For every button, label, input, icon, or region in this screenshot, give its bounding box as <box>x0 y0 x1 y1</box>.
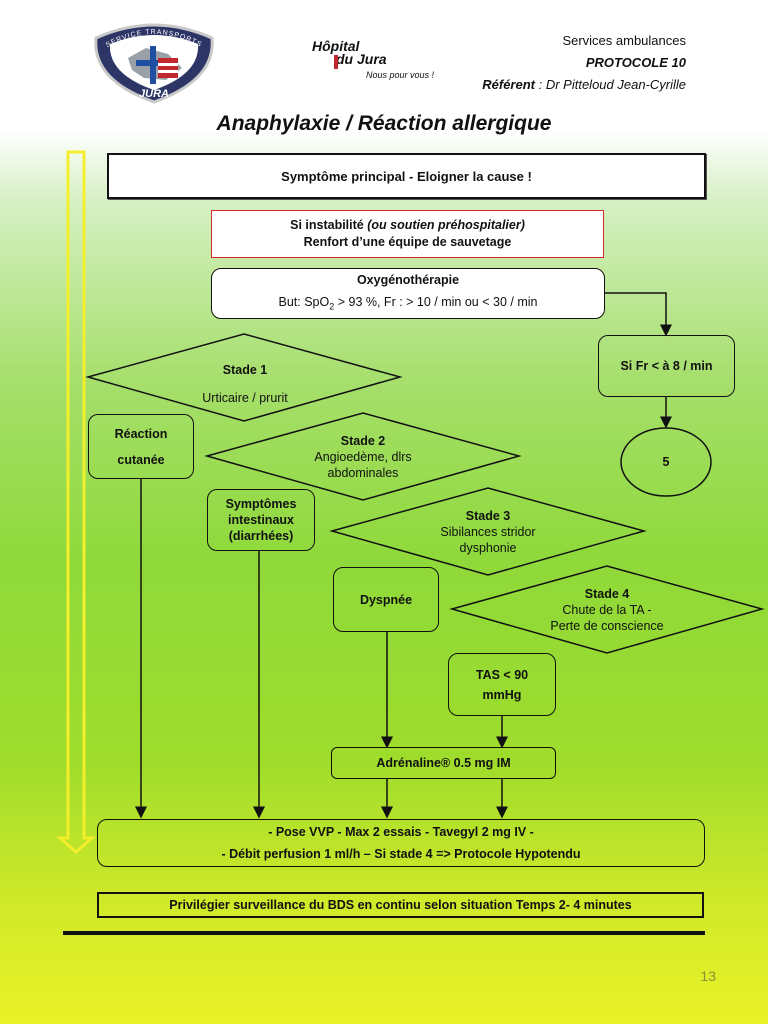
oxygen-goal-b: > 93 %, Fr : > 10 / min ou < 30 / min <box>334 295 538 310</box>
stage2-desc2: abdominales <box>327 466 399 480</box>
monitoring-text: Privilégier surveillance du BDS en conti… <box>169 898 632 912</box>
stage4-title: Stade 4 <box>584 587 630 601</box>
monitoring-box: Privilégier surveillance du BDS en conti… <box>97 892 704 918</box>
stage4-text: Stade 4 Chute de la TA - Perte de consci… <box>512 586 702 634</box>
fr-check-text: Si Fr < à 8 / min <box>620 359 713 373</box>
stage3-diamond <box>329 487 647 576</box>
skin-reaction-1: Réaction <box>114 426 168 441</box>
stage4-desc1: Chute de la TA - <box>562 603 652 617</box>
oxygen-title: Oxygénothérapie <box>356 273 460 288</box>
service-name: Services ambulances <box>562 33 686 48</box>
instability-text-a: Si instabilité <box>290 218 368 232</box>
stage3-text: Stade 3 Sibilances stridor dysphonie <box>398 508 578 556</box>
stage3-desc1: Sibilances stridor <box>440 525 536 539</box>
page-number: 13 <box>700 968 716 984</box>
dyspnea-text: Dyspnée <box>359 592 413 607</box>
main-symptom-text: Symptôme principal - Eloigner la cause ! <box>281 168 532 184</box>
adrenaline-text: Adrénaline® 0.5 mg IM <box>376 756 511 770</box>
tas-1: TAS < 90 <box>475 667 529 682</box>
intestinal-2: intestinaux <box>228 513 294 527</box>
stage2-text: Stade 2 Angioedème, dlrs abdominales <box>273 433 453 481</box>
logo-hospital-line2: du Jura <box>336 51 387 67</box>
skin-reaction-box: Réaction cutanée <box>88 414 194 479</box>
vvp-line1: - Pose VVP - Max 2 essais - Tavegyl 2 mg… <box>268 825 534 839</box>
stage4-desc2: Perte de conscience <box>550 619 664 633</box>
main-symptom-box: Symptôme principal - Eloigner la cause ! <box>107 153 706 199</box>
ref-5-text: 5 <box>662 455 670 469</box>
service-transports-logo: JURA SERVICE TRANSPORTS <box>88 18 220 104</box>
logo-red-bar <box>334 55 338 69</box>
vvp-box: - Pose VVP - Max 2 essais - Tavegyl 2 mg… <box>97 819 705 867</box>
intestinal-box: Symptômes intestinaux (diarrhées) <box>207 489 315 551</box>
stage1-diamond <box>85 333 403 422</box>
instability-text-b: (ou soutien préhospitalier) <box>367 218 525 232</box>
page-title: Anaphylaxie / Réaction allergique <box>216 112 552 135</box>
adrenaline-box: Adrénaline® 0.5 mg IM <box>331 747 556 779</box>
stage2-desc1: Angioedème, dlrs <box>314 450 412 464</box>
instability-box: Si instabilité (ou soutien préhospitalie… <box>211 210 604 258</box>
logo-hospital-line1: Hôpital <box>312 38 360 54</box>
stage2-title: Stade 2 <box>340 434 386 448</box>
dyspnea-box: Dyspnée <box>333 567 439 632</box>
instability-text-2: Renfort d’une équipe de sauvetage <box>303 235 512 249</box>
intestinal-1: Symptômes <box>225 497 297 511</box>
stage1-title: Stade 1 <box>222 363 268 377</box>
logo-jura-text: JURA <box>139 88 169 100</box>
stage3-desc2: dysphonie <box>459 541 517 555</box>
logo-hospital-tagline: Nous pour vous ! <box>366 70 435 80</box>
hopital-du-jura-logo: Hôpital du Jura Nous pour vous ! <box>306 38 436 88</box>
oxygen-goal-a: But: SpO <box>278 295 330 310</box>
skin-reaction-2: cutanée <box>117 452 165 467</box>
intestinal-3: (diarrhées) <box>228 529 294 543</box>
tas-box: TAS < 90 mmHg <box>448 653 556 716</box>
stage2-diamond <box>204 412 522 501</box>
protocol-number: PROTOCOLE 10 <box>585 55 686 70</box>
oxygen-goal-sub: 2 <box>329 301 335 312</box>
referent-name: : Dr Pitteloud Jean-Cyrille <box>535 77 686 92</box>
oxygen-box: Oxygénothérapie But: SpO2 > 93 %, Fr : >… <box>211 268 605 319</box>
stage1-text: Stade 1 Urticaire / prurit <box>150 356 340 412</box>
stage1-desc: Urticaire / prurit <box>202 391 288 405</box>
ref-5-label: 5 <box>621 428 711 496</box>
tas-2: mmHg <box>482 687 522 702</box>
fr-check-box: Si Fr < à 8 / min <box>598 335 735 397</box>
yellow-timeline-arrow <box>56 150 96 854</box>
stage3-title: Stade 3 <box>465 509 511 523</box>
vvp-line2: - Débit perfusion 1 ml/h – Si stade 4 =>… <box>221 847 581 861</box>
referent-label: Référent <box>482 77 535 92</box>
header-info: Services ambulances PROTOCOLE 10 Référen… <box>482 30 686 96</box>
stage4-diamond <box>449 565 765 654</box>
